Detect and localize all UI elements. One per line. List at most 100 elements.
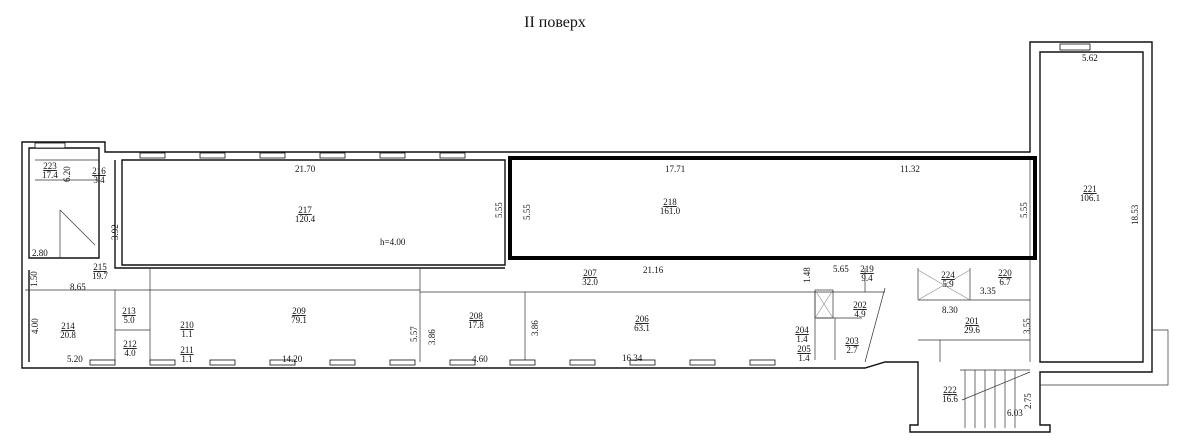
dimension-label: 2.75 (1023, 393, 1033, 409)
dimension-label: 5.57 (409, 326, 419, 342)
dimension-label: 6.03 (1007, 408, 1023, 418)
room-area: 5.0 (123, 315, 135, 325)
highlighted-room-218[interactable] (508, 156, 1037, 260)
room-number: 223 (43, 161, 57, 171)
dimension-label: 21.16 (643, 265, 664, 275)
room-area: 5.9 (942, 279, 954, 289)
dimension-label: 11.32 (900, 164, 920, 174)
dimension-label: 1.48 (802, 267, 812, 283)
room-area: 79.1 (291, 315, 307, 325)
room-area: 17.8 (468, 320, 484, 330)
room-area: 2.7 (846, 345, 858, 355)
room-number: 205 (797, 344, 811, 354)
dimension-label: 5.55 (494, 202, 504, 218)
room-area: 29.6 (964, 325, 980, 335)
floor-title: II поверх (524, 14, 586, 31)
room-area: 1.4 (798, 353, 810, 363)
room-area: 19.7 (92, 271, 108, 281)
room-number: 208 (469, 311, 483, 321)
room-area: 17.4 (42, 170, 58, 180)
room-area: 1.4 (796, 334, 808, 344)
dimension-label: 16.34 (622, 353, 643, 363)
room-number: 213 (122, 306, 136, 316)
dimension-label: 3.86 (427, 329, 437, 345)
room-number: 212 (123, 339, 137, 349)
dimension-label: 5.20 (67, 354, 83, 364)
dimension-label: 8.30 (942, 305, 958, 315)
dimension-label: 3.55 (1022, 318, 1032, 334)
room-area: 16.6 (942, 394, 958, 404)
dimension-label: 6.20 (62, 166, 72, 182)
dimension-label: 1.50 (29, 271, 39, 287)
room-area: 6.7 (999, 277, 1011, 287)
room-number: 214 (61, 321, 75, 331)
room-number: 218 (663, 197, 677, 207)
room-area: 3.4 (93, 175, 105, 185)
room-number: 202 (853, 300, 867, 310)
room-area: 1.1 (181, 354, 192, 364)
dimension-labels: 6.20 2.80 3.92 21.70 h=4.00 5.55 5.55 5.… (29, 53, 1140, 418)
dimension-label: 4.00 (30, 318, 40, 334)
room-number: 207 (583, 268, 597, 278)
room-area: 4.9 (854, 309, 866, 319)
room-number: 206 (635, 314, 649, 324)
dimension-label: 5.55 (1019, 202, 1029, 218)
room-number: 219 (860, 264, 874, 274)
room-area: 1.1 (181, 329, 192, 339)
walls (21, 41, 1169, 433)
room-number: 201 (965, 316, 979, 326)
dimension-label: 5.62 (1082, 53, 1098, 63)
dimension-label: 3.92 (110, 224, 120, 240)
room-number: 211 (180, 345, 193, 355)
room-number: 204 (795, 325, 809, 335)
dimension-label: 8.65 (70, 282, 86, 292)
room-area: 32.0 (582, 277, 598, 287)
room-number: 224 (941, 270, 955, 280)
dimension-label: 4.60 (472, 354, 488, 364)
dimension-label: 17.71 (665, 164, 685, 174)
dimension-label: 5.55 (522, 204, 532, 220)
room-area: 63.1 (634, 323, 650, 333)
room-area: 20.8 (60, 330, 76, 340)
room-area: 161.0 (660, 206, 681, 216)
dimension-label: 18.53 (1130, 204, 1140, 225)
room-area: 106.1 (1080, 193, 1100, 203)
dimension-label: 2.80 (32, 248, 48, 258)
room-number: 221 (1083, 184, 1097, 194)
room-number: 215 (93, 262, 107, 272)
dimension-label: 3.35 (980, 286, 996, 296)
room-number: 216 (92, 166, 106, 176)
room-number: 203 (845, 336, 859, 346)
dimension-label: 14.20 (282, 354, 303, 364)
dimension-label: 5.65 (833, 264, 849, 274)
dimension-label: 3.86 (530, 320, 540, 336)
room-number: 209 (292, 306, 306, 316)
room-number: 222 (943, 385, 957, 395)
room-number: 220 (998, 268, 1012, 278)
